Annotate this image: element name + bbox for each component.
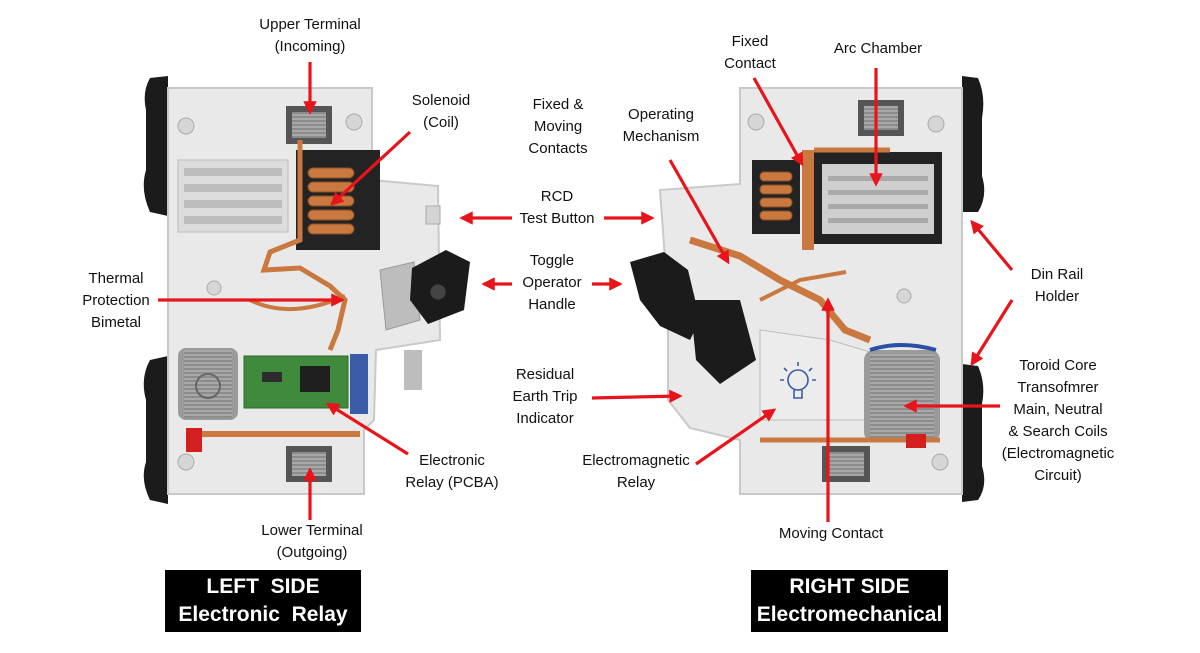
arrow-din-rail-down (970, 299, 1014, 367)
right-fixed-contact (802, 150, 814, 250)
label-electromagnetic-relay: Electromagnetic Relay (582, 452, 690, 491)
label-moving-contact: Moving Contact (778, 525, 884, 542)
arrow-electronic-relay (325, 402, 409, 456)
label-electronic-relay: Electronic Relay (PCBA) (405, 452, 499, 491)
label-fixed-contact: Fixed Contact (724, 33, 776, 72)
left-test-button (425, 205, 441, 225)
label-toggle-handle: Toggle Operator Handle (522, 252, 582, 313)
left-pcba (243, 355, 349, 409)
din-clip-left-top (143, 76, 168, 216)
din-clip-left-bottom (143, 356, 168, 504)
label-solenoid: Solenoid (Coil) (411, 92, 471, 131)
arrow-operating-mechanism (668, 159, 730, 265)
label-fixed-moving-contacts: Fixed & Moving Contacts (528, 96, 588, 157)
callout-arrows (158, 62, 1014, 522)
label-residual-earth-trip: Residual Earth Trip Indicator (512, 366, 578, 427)
banner-right-side: RIGHT SIDE Electromechanical (751, 570, 948, 632)
label-thermal-protection: Thermal Protection Bimetal (82, 270, 150, 331)
left-copper-path (260, 140, 348, 351)
bulb-icon (780, 362, 816, 399)
label-upper-terminal: Upper Terminal (Incoming) (259, 16, 361, 55)
label-lower-terminal: Lower Terminal (Outgoing) (261, 522, 363, 561)
din-clip-right-bottom (962, 364, 985, 502)
left-screw-3 (206, 280, 222, 296)
left-screw-1 (177, 117, 195, 135)
right-toggle-handle (630, 252, 700, 340)
left-screw-2 (345, 113, 363, 131)
arrow-solenoid (330, 130, 412, 206)
arrow-electromagnetic-relay (695, 408, 777, 466)
left-solenoid-coil (307, 167, 355, 235)
label-operating-mechanism: Operating Mechanism (622, 106, 700, 145)
arrow-din-rail-up (970, 219, 1014, 272)
left-unit (143, 76, 470, 504)
label-arc-chamber: Arc Chamber (833, 40, 923, 57)
right-moving-contact (688, 236, 872, 344)
din-clip-right-top (962, 76, 985, 212)
label-toroid-core: Toroid Core Transofmrer Main, Neutral & … (1001, 357, 1115, 484)
arrow-fixed-contact (752, 77, 804, 167)
left-screw-4 (177, 453, 195, 471)
arrow-residual-trip (591, 389, 683, 403)
banner-left-side: LEFT SIDE Electronic Relay (165, 570, 361, 632)
right-coil (752, 160, 800, 234)
label-rcd-test-button: RCD Test Button (519, 188, 595, 227)
right-unit (630, 76, 985, 502)
label-din-rail-holder: Din Rail Holder (1030, 266, 1084, 305)
